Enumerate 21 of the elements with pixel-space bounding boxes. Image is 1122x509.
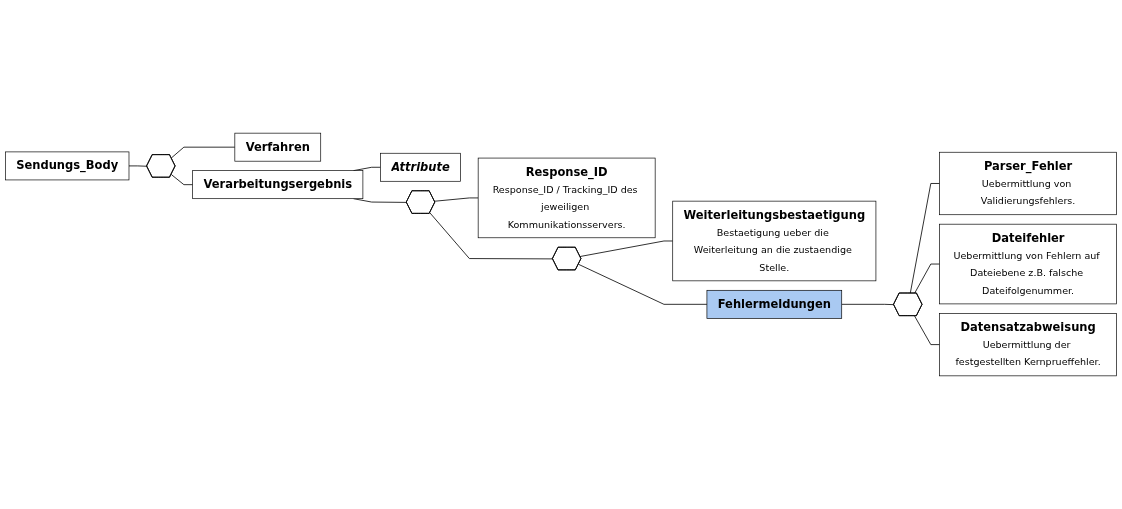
node-box: Attribute: [380, 152, 461, 182]
connector: [909, 183, 940, 294]
connector: [170, 146, 236, 159]
connector: [914, 315, 940, 345]
connector: [128, 165, 148, 167]
node-box: Weiterleitungsbestaetigung Bestaetigung ueber die Weiterleitung an die zustaendige Stelle.: [672, 200, 877, 282]
node-box: Sendungs_Body: [5, 151, 130, 181]
connector: [841, 303, 895, 306]
node-box: Datensatzabweisung Uebermittlung der festgestellten Kernprueffehler.: [939, 313, 1117, 377]
connector: [578, 263, 708, 305]
connector: [170, 174, 194, 186]
connector: [429, 212, 554, 260]
node-box: Verfahren: [234, 132, 322, 162]
node-box: Verarbeitungsergebnis: [192, 170, 364, 199]
node-box: Dateifehler Uebermittlung von Fehlern auf Dateiebene z.B. falsche Dateifolgenummer.: [939, 223, 1117, 305]
node-box: Fehlermeldungen: [706, 289, 843, 319]
connector: [434, 197, 479, 202]
connector: [579, 240, 674, 257]
node-box: Response_ID Response_ID / Tracking_ID des jeweiligen Kommunikationsservers.: [477, 157, 656, 239]
connector: [914, 263, 940, 294]
node-box: Parser_Fehler Uebermittlung von Validierungsfehlers.: [939, 151, 1117, 216]
